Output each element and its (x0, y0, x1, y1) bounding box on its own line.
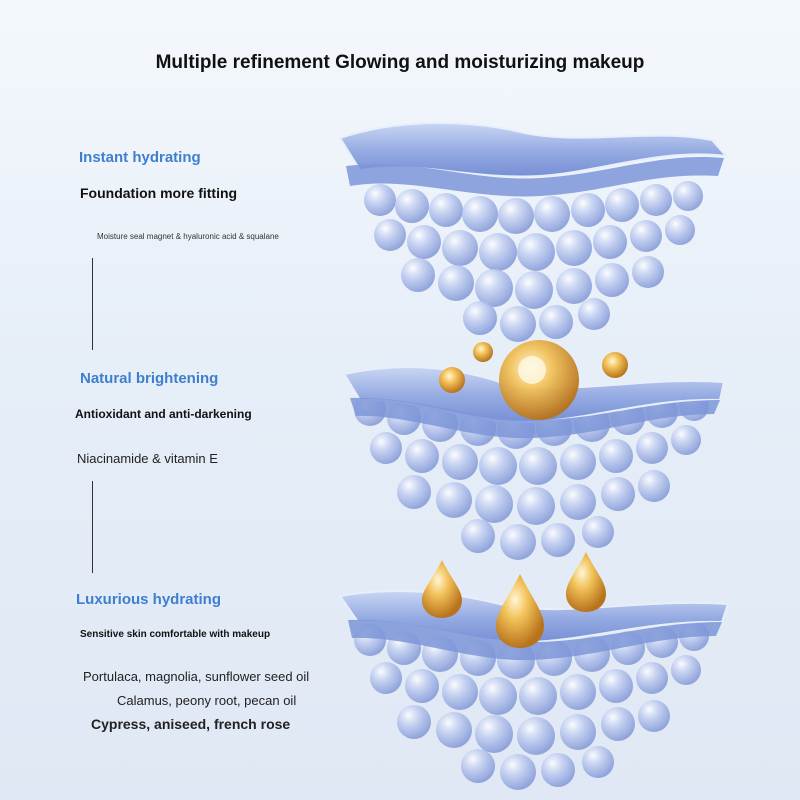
section-3-ingredient-line-1: Portulaca, magnolia, sunflower seed oil (83, 669, 310, 684)
layer-1-group (338, 122, 729, 342)
section-2-ingredients: Niacinamide & vitamin E (77, 451, 218, 466)
layer-3-group (338, 552, 730, 790)
section-3-ingredient-line-3: Cypress, aniseed, french rose (91, 716, 291, 732)
layer-2-group (342, 340, 726, 560)
section-1-ingredients: Moisture seal magnet & hyaluronic acid &… (97, 232, 279, 241)
gold-spheres (439, 340, 628, 420)
layer-1-beads (364, 181, 703, 342)
section-1-subtitle: Foundation more fitting (80, 185, 238, 201)
section-3-ingredient-line-2: Calamus, peony root, pecan oil (117, 693, 297, 708)
section-1-heading: Instant hydrating (79, 149, 201, 166)
connector-line-1 (92, 258, 93, 350)
section-3-heading: Luxurious hydrating (76, 591, 222, 608)
section-2-heading: Natural brightening (80, 370, 219, 387)
section-3-subtitle: Sensitive skin comfortable with makeup (80, 629, 271, 640)
section-2-subtitle: Antioxidant and anti-darkening (75, 407, 252, 421)
gold-drops (422, 552, 606, 648)
connector-line-2 (92, 481, 93, 573)
page-title: Multiple refinement Glowing and moisturi… (155, 52, 645, 73)
layer-1-sheet (338, 122, 729, 178)
